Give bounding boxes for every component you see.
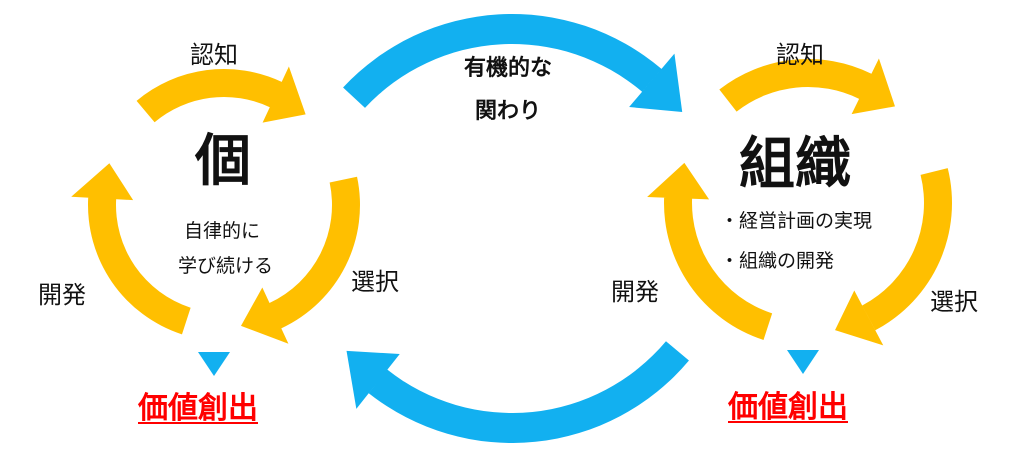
individual-title: 個 bbox=[195, 129, 251, 194]
individual-value-label: 価値創出 bbox=[138, 391, 258, 426]
organization-value-label: 価値創出 bbox=[728, 390, 848, 425]
value-markers bbox=[198, 350, 819, 376]
individual-recognize-label: 認知 bbox=[190, 41, 238, 69]
organization-recognize-label: 認知 bbox=[776, 41, 824, 69]
interaction-arrow-top bbox=[343, 13, 683, 113]
individual-cycle-arrow-2 bbox=[240, 176, 361, 344]
organization-cycle-arrow-1 bbox=[719, 58, 895, 115]
individual-cycle-arrows bbox=[71, 66, 361, 344]
individual-select-label: 選択 bbox=[351, 268, 399, 296]
organization-value-marker bbox=[787, 350, 819, 374]
organization-cycle-arrow-3 bbox=[647, 162, 773, 340]
individual-cycle-arrow-1 bbox=[136, 66, 306, 123]
organization-develop-label: 開発 bbox=[611, 278, 659, 306]
organization-cycle-arrow-2 bbox=[835, 168, 952, 346]
individual-description-line-1: 自律的に bbox=[184, 220, 261, 242]
organization-description-line-2: ・組織の開発 bbox=[720, 250, 835, 272]
organization-cycle-arrows bbox=[647, 58, 952, 346]
interaction-arrow-bottom bbox=[346, 341, 689, 443]
interaction-arrows bbox=[343, 13, 689, 443]
individual-develop-label: 開発 bbox=[38, 281, 86, 309]
interaction-label-line-2: 関わり bbox=[474, 99, 541, 124]
organization-select-label: 選択 bbox=[930, 288, 978, 316]
individual-value-marker bbox=[198, 352, 230, 376]
organization-description-line-1: ・経営計画の実現 bbox=[720, 210, 873, 232]
organization-title: 組織 bbox=[739, 132, 851, 197]
individual-description-line-2: 学び続ける bbox=[178, 255, 274, 277]
individual-cycle-arrow-3 bbox=[71, 163, 191, 335]
interaction-label-line-1: 有機的な bbox=[463, 56, 552, 81]
